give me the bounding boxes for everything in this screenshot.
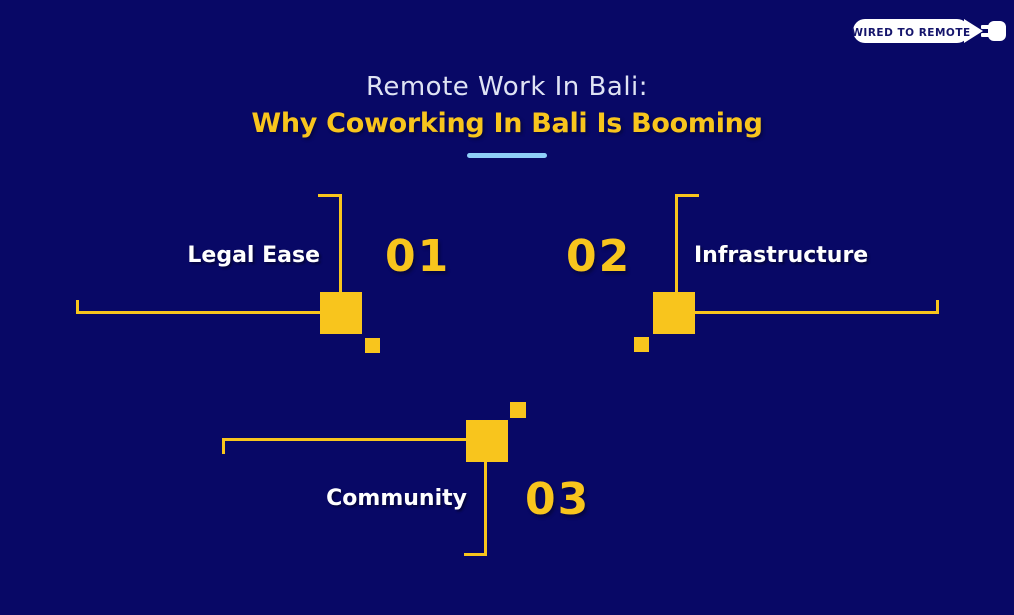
item-label-infrastructure: Infrastructure xyxy=(694,243,869,268)
item-number-03: 03 xyxy=(525,474,591,525)
connector-line xyxy=(339,194,342,294)
connector-line xyxy=(484,462,487,556)
item-number-01: 01 xyxy=(385,231,451,282)
connector-line xyxy=(694,311,939,314)
item-label-legal-ease: Legal Ease xyxy=(187,243,320,268)
connector-line xyxy=(318,194,342,197)
accent-square xyxy=(466,420,508,462)
page-subtitle: Why Coworking In Bali Is Booming xyxy=(251,108,763,139)
arrow-icon xyxy=(964,19,983,43)
accent-square xyxy=(653,292,695,334)
connector-tick xyxy=(936,300,939,314)
connector-line xyxy=(675,194,678,294)
connector-tick xyxy=(222,438,225,454)
header: Remote Work In Bali: Why Coworking In Ba… xyxy=(0,72,1014,158)
logo: WIRED TO REMOTE xyxy=(852,17,1008,45)
accent-square-small xyxy=(510,402,526,418)
title-underline xyxy=(467,153,547,158)
connector-tick xyxy=(464,553,487,556)
connector-line xyxy=(222,438,467,441)
connector-tick xyxy=(76,300,79,314)
accent-square-small xyxy=(365,338,380,353)
connector-line xyxy=(76,311,323,314)
accent-square-small xyxy=(634,337,649,352)
item-label-community: Community xyxy=(326,486,467,511)
item-number-02: 02 xyxy=(566,231,632,282)
connector-line xyxy=(675,194,699,197)
logo-text: WIRED TO REMOTE xyxy=(852,27,971,39)
accent-square xyxy=(320,292,362,334)
logo-pill xyxy=(853,19,983,43)
page-title: Remote Work In Bali: xyxy=(365,72,649,102)
plug-icon xyxy=(981,21,1006,41)
